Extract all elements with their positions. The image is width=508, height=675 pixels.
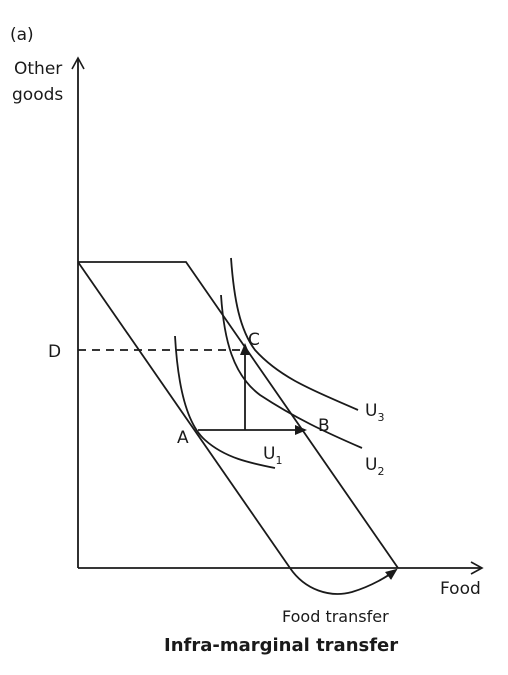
point-c-label: C — [248, 330, 260, 350]
y-axis-label-line2: goods — [12, 85, 63, 105]
indifference-curve-u2 — [220, 294, 363, 449]
curve-u3-sub: 3 — [377, 411, 384, 424]
curve-u1-label: U1 — [263, 444, 282, 467]
food-transfer-label: Food transfer — [282, 607, 389, 626]
original-budget-line — [77, 261, 291, 569]
curve-u1-base: U — [263, 444, 275, 464]
curve-u2-sub: 2 — [377, 465, 384, 478]
curve-u2-label: U2 — [365, 455, 384, 478]
food-transfer-arrow — [289, 567, 398, 595]
curve-u3-base: U — [365, 401, 377, 421]
indifference-curve-u3 — [230, 257, 359, 411]
point-d-label: D — [48, 342, 61, 362]
y-axis-label-line1: Other — [14, 59, 62, 79]
point-a-label: A — [177, 428, 189, 448]
curve-u1-sub: 1 — [275, 454, 282, 467]
point-b-label: B — [318, 416, 330, 436]
new-budget-constraint — [78, 261, 399, 569]
curve-u3-label: U3 — [365, 401, 384, 424]
x-axis-label: Food — [440, 579, 481, 599]
panel-label: (a) — [10, 25, 34, 45]
indifference-curve-u1 — [174, 335, 276, 469]
diagram-title: Infra-marginal transfer — [164, 635, 398, 656]
curve-u2-base: U — [365, 455, 377, 475]
